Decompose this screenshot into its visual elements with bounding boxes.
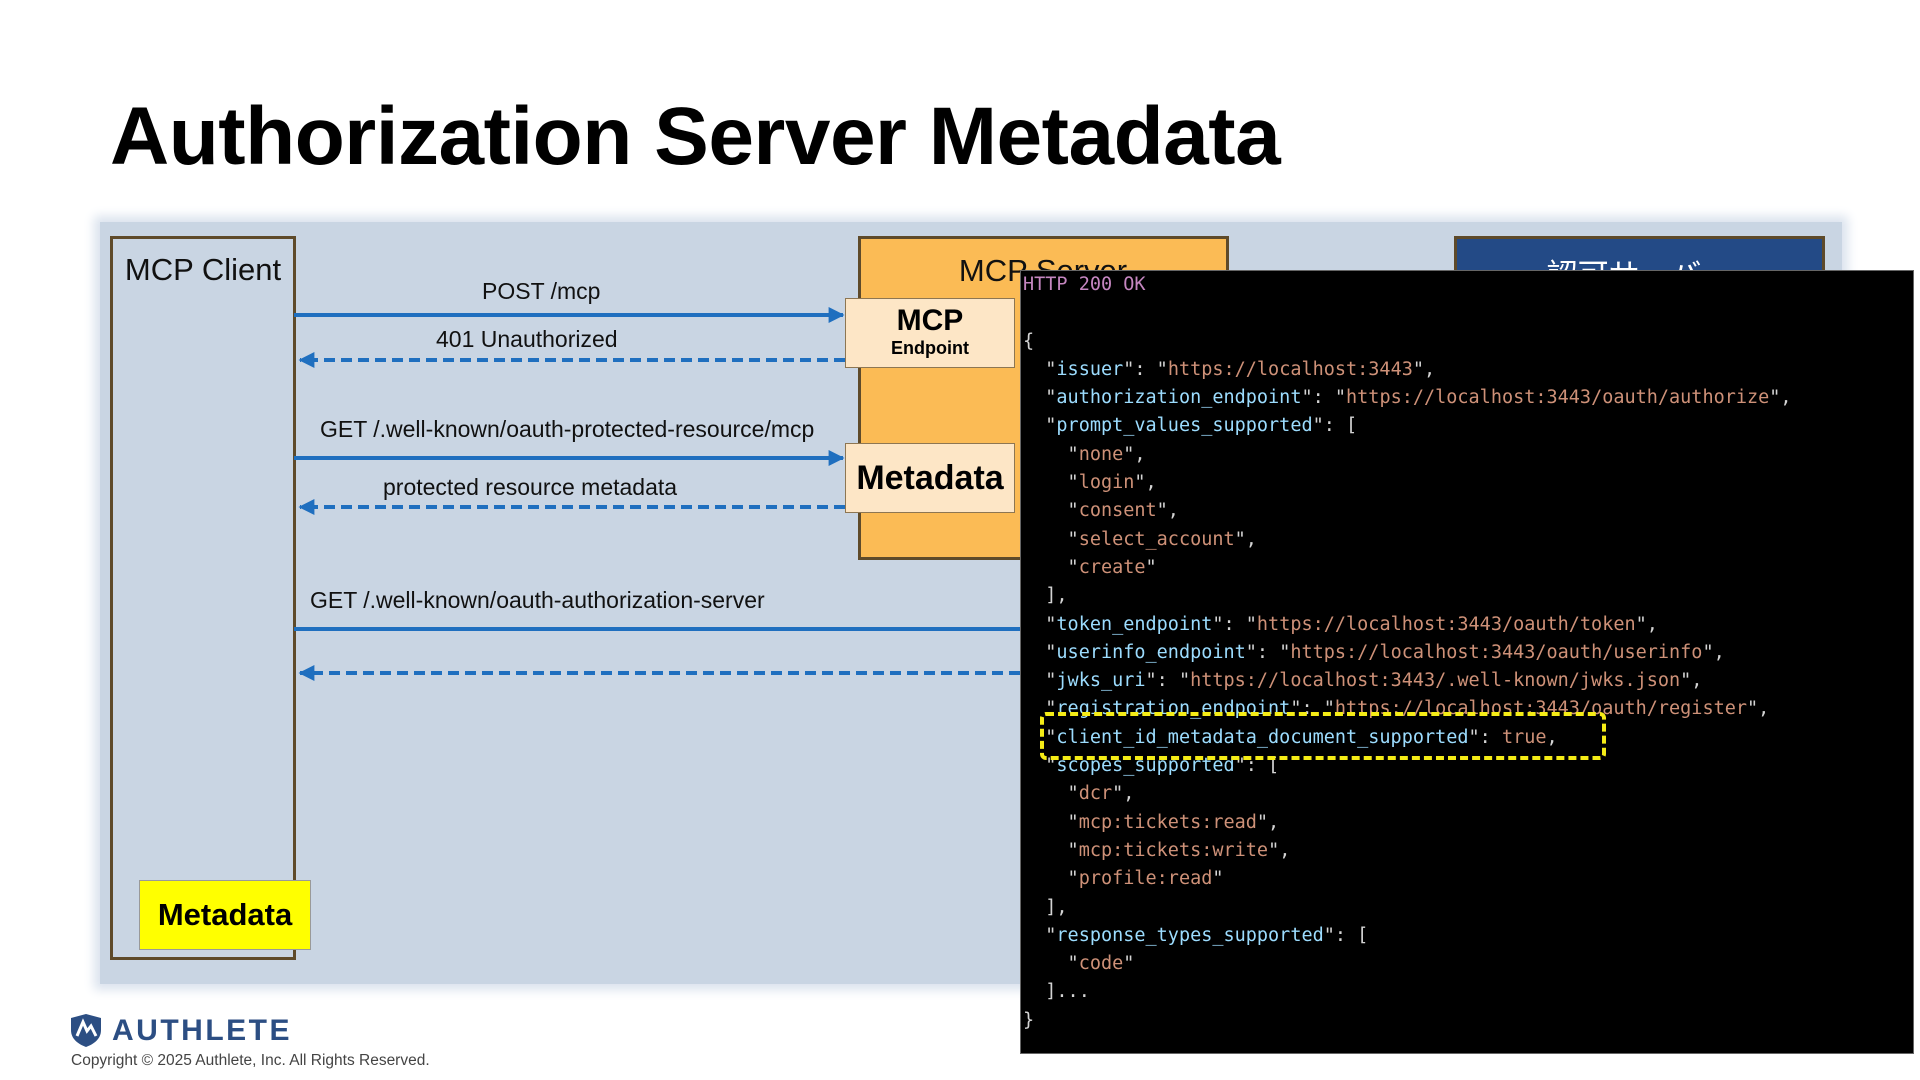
jwks-uri-value: https://localhost:3443/.well-known/jwks.… bbox=[1190, 670, 1681, 692]
scope-value: mcp:tickets:read bbox=[1078, 811, 1257, 833]
response-type-value: code bbox=[1078, 953, 1124, 975]
prompt-value: login bbox=[1078, 472, 1135, 494]
server-metadata-box: Metadata bbox=[845, 443, 1015, 513]
brand-name: AUTHLETE bbox=[112, 1014, 292, 1047]
authlete-logo-icon bbox=[71, 1014, 101, 1047]
copyright-text: Copyright © 2025 Authlete, Inc. All Righ… bbox=[71, 1052, 430, 1069]
code-ellipsis: ]... bbox=[1045, 981, 1090, 1003]
prompt-value: create bbox=[1078, 556, 1146, 578]
prompt-value: none bbox=[1078, 443, 1124, 465]
highlight-dashed-box bbox=[1040, 712, 1606, 760]
mcp-endpoint-title: MCP bbox=[896, 304, 964, 337]
issuer-value: https://localhost:3443 bbox=[1167, 358, 1413, 380]
mcp-endpoint-subtitle: Endpoint bbox=[891, 338, 969, 358]
unauthorized-label: 401 Unauthorized bbox=[436, 326, 618, 352]
authorization-endpoint-value: https://localhost:3443/oauth/authorize bbox=[1346, 387, 1770, 409]
http-status-line: HTTP 200 OK bbox=[1023, 274, 1146, 295]
scope-value: profile:read bbox=[1078, 868, 1213, 890]
mcp-client-box bbox=[110, 236, 296, 960]
prompt-value: consent bbox=[1078, 500, 1157, 522]
scope-value: dcr bbox=[1078, 783, 1113, 805]
mcp-client-label: MCP Client bbox=[124, 252, 282, 287]
get-as-metadata-label: GET /.well-known/oauth-authorization-ser… bbox=[310, 587, 765, 613]
token-endpoint-value: https://localhost:3443/oauth/token bbox=[1256, 613, 1636, 635]
userinfo-endpoint-value: https://localhost:3443/oauth/userinfo bbox=[1290, 641, 1703, 663]
get-prm-label: GET /.well-known/oauth-protected-resourc… bbox=[320, 416, 815, 442]
client-id-metadata-supported-value: true bbox=[1501, 726, 1547, 748]
post-mcp-label: POST /mcp bbox=[482, 278, 601, 304]
prm-label: protected resource metadata bbox=[383, 474, 678, 500]
mcp-endpoint-box: MCP Endpoint bbox=[845, 298, 1015, 368]
http-response-code-panel: HTTP 200 OK { "issuer": "https://localho… bbox=[1020, 270, 1914, 1054]
prompt-value: select_account bbox=[1078, 528, 1235, 550]
page-title: Authorization Server Metadata bbox=[110, 91, 1281, 182]
client-metadata-box: Metadata bbox=[139, 880, 311, 950]
scope-value: mcp:tickets:write bbox=[1078, 839, 1269, 861]
